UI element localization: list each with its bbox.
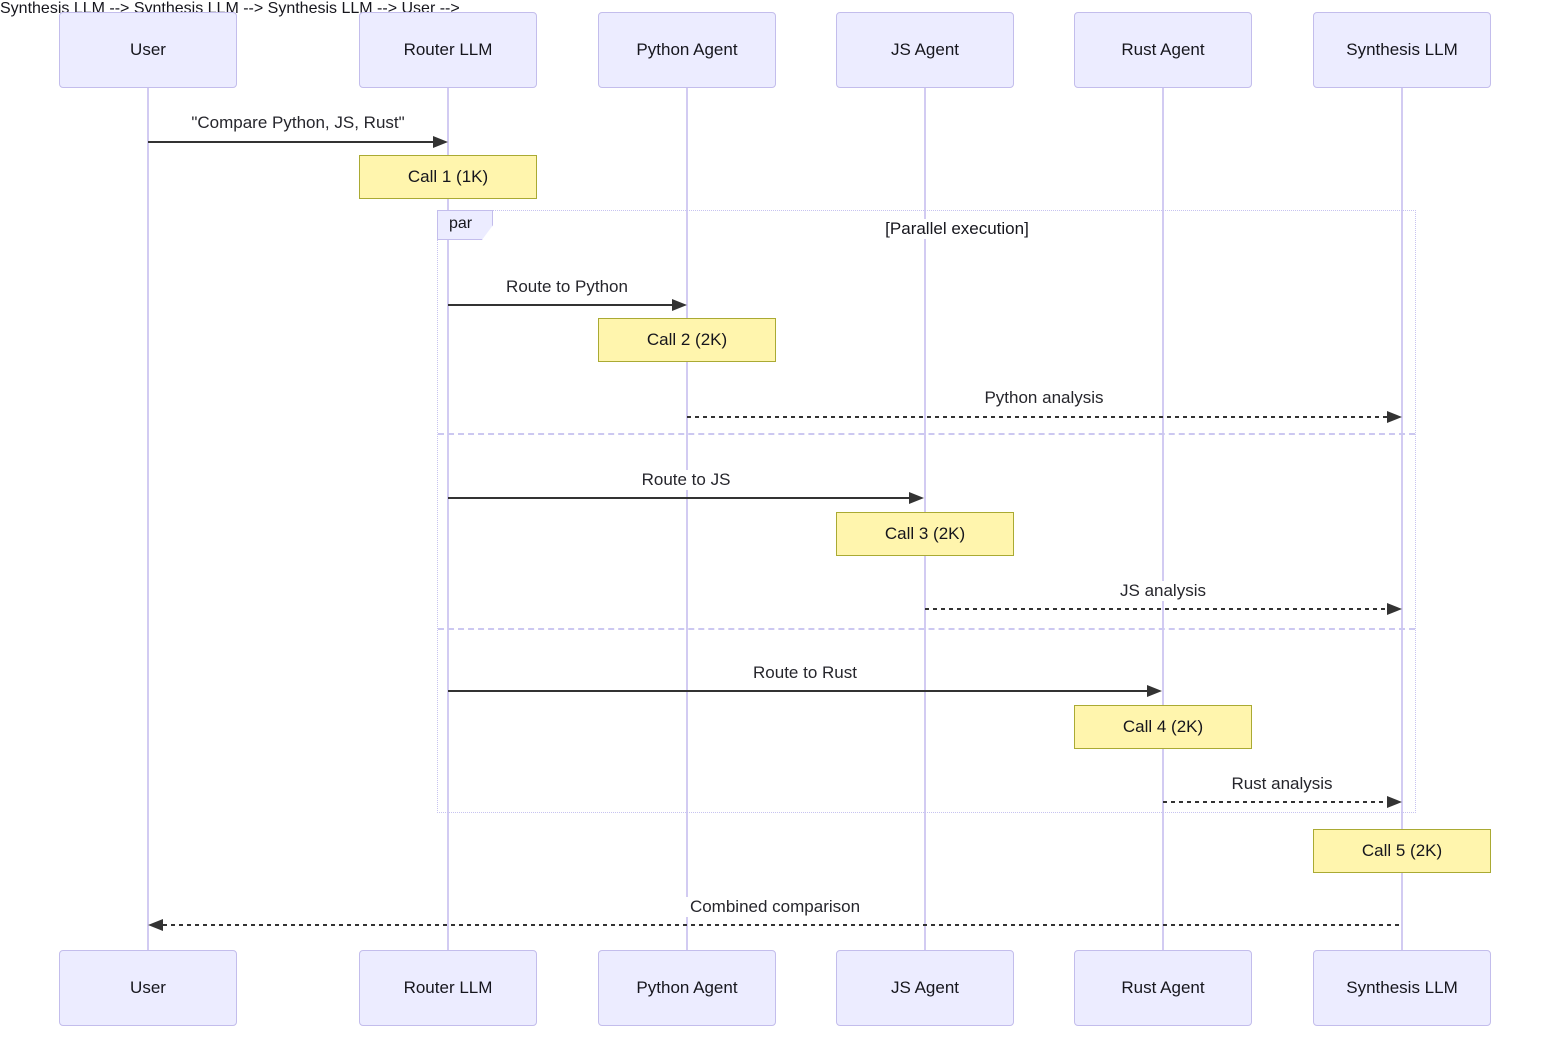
- arrowhead-icon: [433, 136, 448, 148]
- note-call-4: Call 4 (2K): [1074, 705, 1252, 749]
- arrowhead-icon: [1387, 796, 1402, 808]
- message-line: [163, 924, 1402, 926]
- actor-top-router-llm: Router LLM: [359, 12, 537, 88]
- message-label-python-analysis: Python analysis: [979, 388, 1109, 408]
- arrowhead-icon: [672, 299, 687, 311]
- arrowhead-icon: [909, 492, 924, 504]
- message-label-compare-request: "Compare Python, JS, Rust": [186, 113, 410, 133]
- par-divider: [438, 628, 1415, 630]
- lifeline-router-llm: [447, 88, 449, 950]
- actor-top-js-agent: JS Agent: [836, 12, 1014, 88]
- message-line: [687, 416, 1389, 418]
- message-label-js-analysis: JS analysis: [1115, 581, 1211, 601]
- actor-bottom-router-llm: Router LLM: [359, 950, 537, 1026]
- par-title: [Parallel execution]: [881, 219, 1033, 239]
- lifeline-python-agent: [686, 88, 688, 950]
- note-call-1: Call 1 (1K): [359, 155, 537, 199]
- actor-top-synthesis-llm: Synthesis LLM: [1313, 12, 1491, 88]
- arrowhead-icon: [1387, 603, 1402, 615]
- message-line: [448, 690, 1149, 692]
- actor-top-rust-agent: Rust Agent: [1074, 12, 1252, 88]
- lifeline-synthesis-llm: [1401, 88, 1403, 950]
- message-label-route-js: Route to JS: [636, 470, 736, 490]
- par-divider: [438, 433, 1415, 435]
- actor-bottom-rust-agent: Rust Agent: [1074, 950, 1252, 1026]
- par-frame: par [Parallel execution]: [437, 210, 1416, 813]
- lifeline-user: [147, 88, 149, 950]
- lifeline-rust-agent: [1162, 88, 1164, 950]
- message-line: [148, 141, 435, 143]
- message-label-route-rust: Route to Rust: [748, 663, 862, 683]
- message-label-route-python: Route to Python: [501, 277, 633, 297]
- actor-bottom-synthesis-llm: Synthesis LLM: [1313, 950, 1491, 1026]
- actor-top-user: User: [59, 12, 237, 88]
- arrowhead-icon: [148, 919, 163, 931]
- actor-bottom-python-agent: Python Agent: [598, 950, 776, 1026]
- message-line: [448, 304, 674, 306]
- par-label: par: [437, 210, 494, 240]
- message-line: [1163, 801, 1389, 803]
- message-line: [925, 608, 1389, 610]
- note-call-2: Call 2 (2K): [598, 318, 776, 362]
- arrowhead-icon: [1387, 411, 1402, 423]
- note-call-3: Call 3 (2K): [836, 512, 1014, 556]
- message-line: [448, 497, 911, 499]
- note-call-5: Call 5 (2K): [1313, 829, 1491, 873]
- actor-top-python-agent: Python Agent: [598, 12, 776, 88]
- message-label-rust-analysis: Rust analysis: [1226, 774, 1338, 794]
- actor-bottom-js-agent: JS Agent: [836, 950, 1014, 1026]
- arrowhead-icon: [1147, 685, 1162, 697]
- actor-bottom-user: User: [59, 950, 237, 1026]
- message-label-combined-comparison: Combined comparison: [684, 897, 866, 917]
